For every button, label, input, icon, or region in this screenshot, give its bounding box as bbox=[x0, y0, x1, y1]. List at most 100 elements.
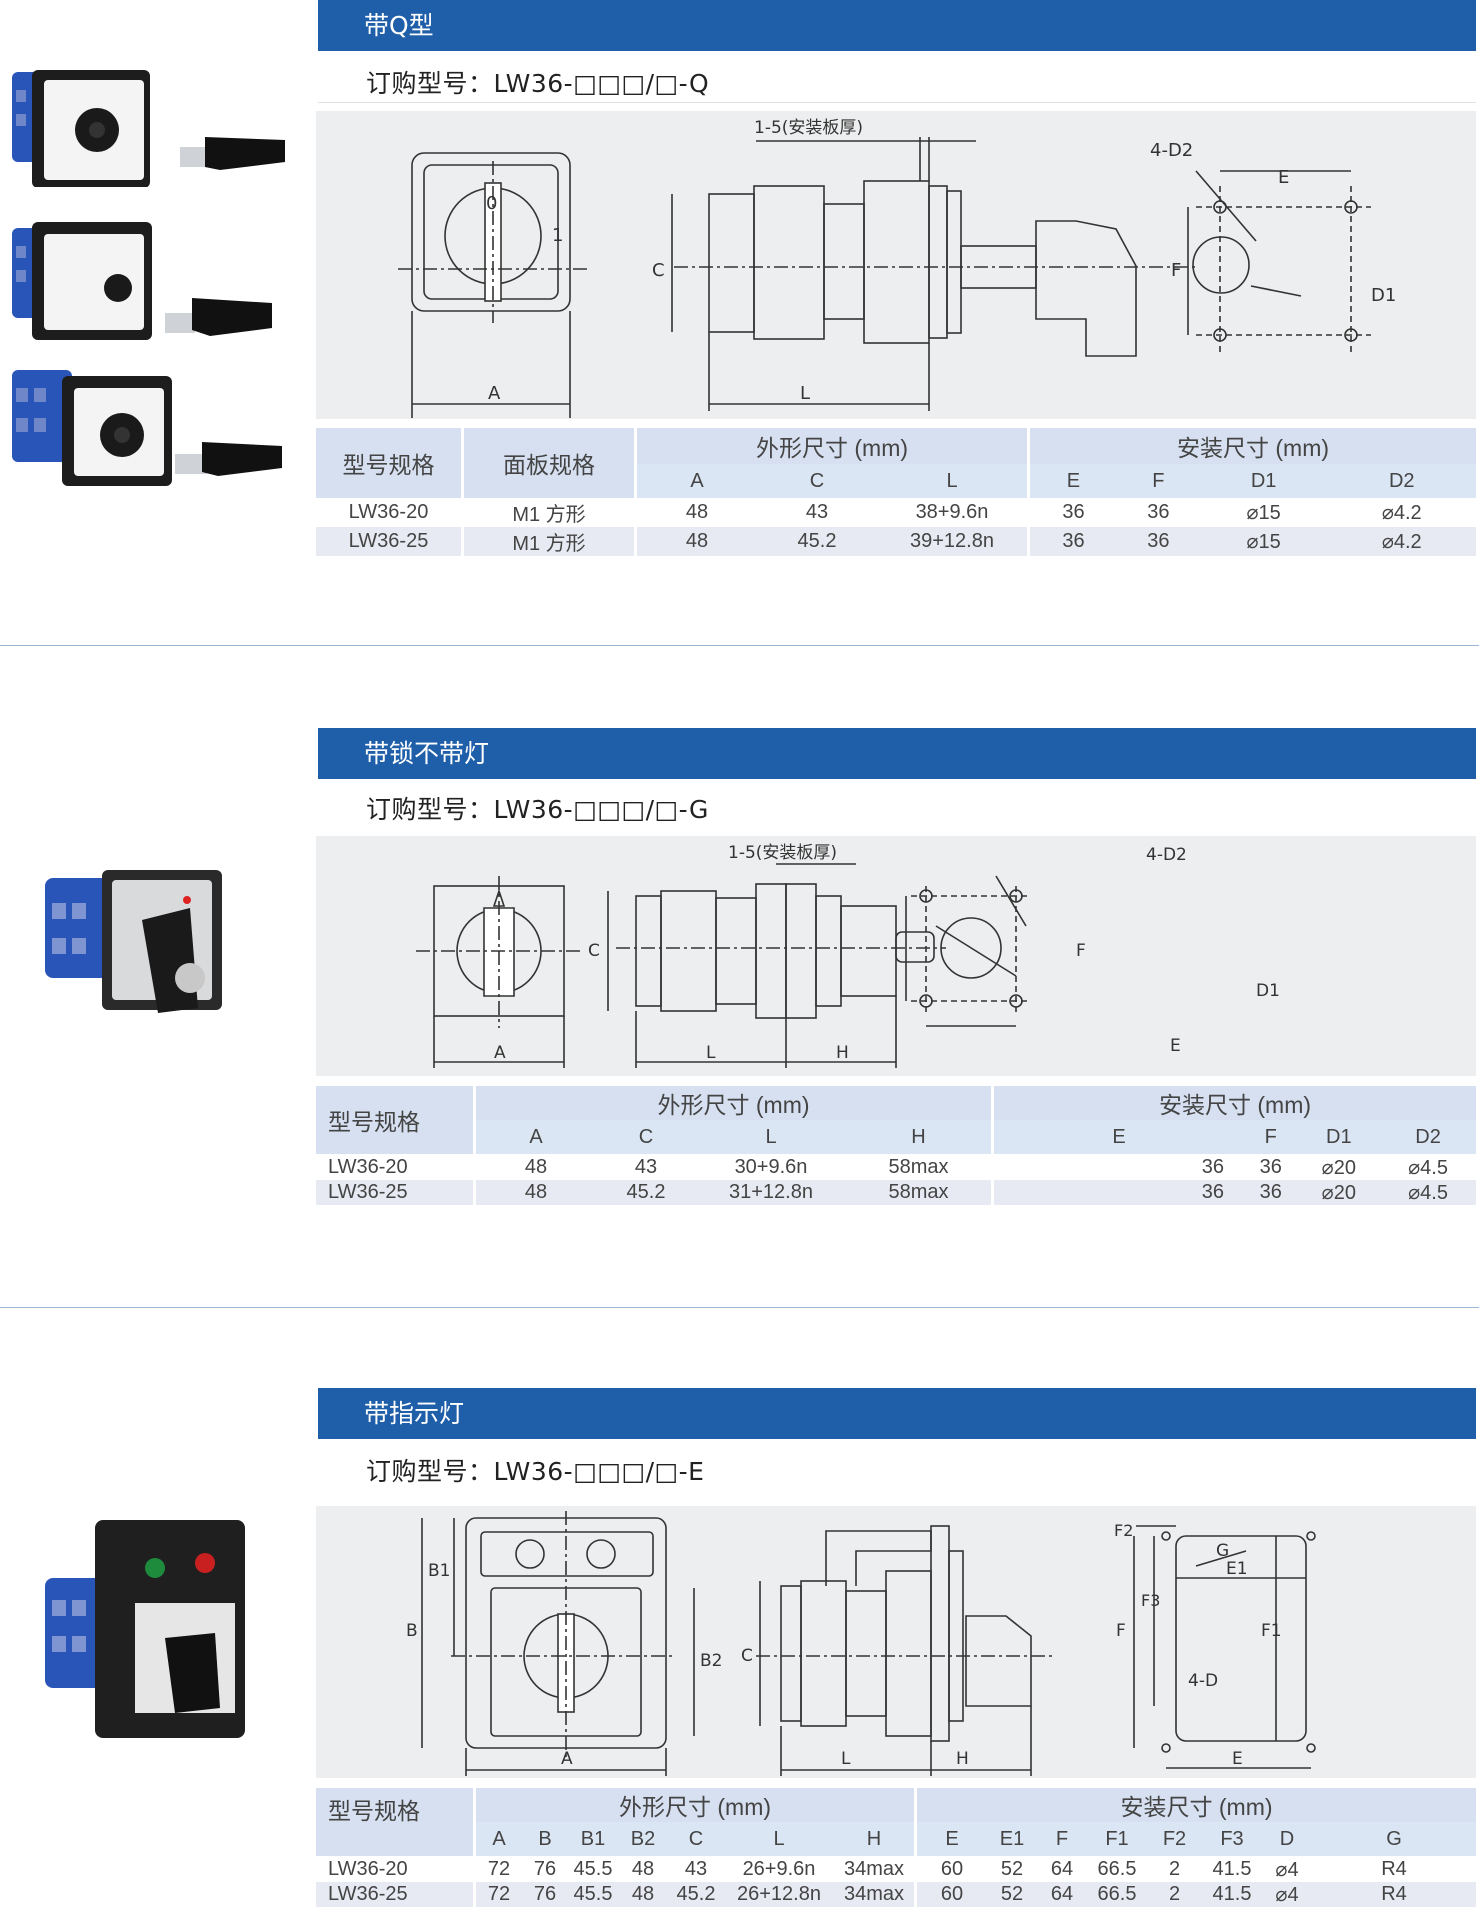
label-f2: F2 bbox=[1114, 1521, 1133, 1540]
label-d2: 4-D2 bbox=[1150, 140, 1193, 161]
col-a: A bbox=[634, 464, 757, 498]
cell: 39+12.8n bbox=[910, 530, 994, 552]
col-f: F bbox=[1152, 469, 1165, 492]
label-d2: 4-D2 bbox=[1146, 845, 1187, 865]
col-model: 型号规格 bbox=[342, 452, 435, 478]
product-photo-q-1 bbox=[12, 70, 285, 187]
cell: 58max bbox=[888, 1155, 949, 1178]
col-a: A bbox=[473, 1120, 596, 1154]
label-g: G bbox=[1216, 1541, 1229, 1561]
cell: 45.2 bbox=[797, 530, 837, 552]
order-rule bbox=[318, 102, 1476, 103]
cell: ⌀20 bbox=[1321, 1182, 1356, 1204]
cell: ⌀15 bbox=[1246, 531, 1281, 553]
col-h: H bbox=[866, 1827, 882, 1850]
label-h: H bbox=[956, 1749, 969, 1769]
cell-model: LW36-20 bbox=[348, 501, 429, 523]
cell: 45.5 bbox=[573, 1857, 613, 1880]
col-f2: F2 bbox=[1162, 1827, 1187, 1850]
label-c: C bbox=[741, 1646, 753, 1666]
table-row: LW36-20 48 43 30+9.6n 58max 36 36 ⌀20 ⌀4… bbox=[316, 1154, 1476, 1180]
label-f: F bbox=[1171, 260, 1181, 281]
label-l: L bbox=[841, 1749, 851, 1769]
table-row: LW36-20 M1 方形 48 43 38+9.6n 36 36 ⌀15 ⌀4… bbox=[316, 498, 1476, 527]
cell: 64 bbox=[1050, 1857, 1074, 1880]
cell-model: LW36-20 bbox=[328, 1155, 408, 1178]
label-a: A bbox=[494, 1043, 506, 1063]
cell: 48 bbox=[634, 527, 757, 556]
col-model: 型号规格 bbox=[328, 1109, 420, 1135]
col-l: L bbox=[765, 1125, 777, 1148]
product-photo-lock bbox=[45, 870, 222, 1013]
dimension-drawing: 1-5(安装板厚) A C L H 4-D2 F E D1 bbox=[316, 836, 1476, 1076]
label-b1: B1 bbox=[428, 1561, 450, 1581]
order-label: 订购型号： bbox=[366, 1457, 494, 1486]
label-e1: E1 bbox=[1226, 1559, 1248, 1579]
label-c: C bbox=[652, 260, 665, 281]
cell: 60 bbox=[914, 1856, 987, 1882]
col-c: C bbox=[809, 469, 825, 492]
cell: 34max bbox=[843, 1883, 905, 1905]
cell: 36 bbox=[1259, 1181, 1282, 1203]
cell: 31+12.8n bbox=[729, 1181, 813, 1203]
section-title-bar: 带指示灯 bbox=[318, 1388, 1476, 1439]
col-e: E bbox=[914, 1822, 987, 1856]
section-indicator-type: 带指示灯 订购型号：LW36-□□□/□-E bbox=[0, 1388, 1479, 1920]
col-g: G bbox=[1386, 1827, 1402, 1850]
cell: 2 bbox=[1168, 1883, 1181, 1905]
cell: 36 bbox=[1147, 501, 1170, 523]
order-model: 订购型号：LW36-□□□/□-G bbox=[366, 790, 709, 826]
cell: 58max bbox=[888, 1181, 949, 1203]
table-row: LW36-25 72 76 45.5 48 45.2 26+12.8n 34ma… bbox=[316, 1882, 1476, 1907]
dimension-drawing: 1-5(安装板厚) 0 1 A C L 4-D2 E F D1 bbox=[316, 111, 1476, 419]
label-h: H bbox=[836, 1043, 849, 1063]
order-model: 订购型号：LW36-□□□/□-Q bbox=[366, 64, 709, 100]
label-thickness: 1-5(安装板厚) bbox=[754, 118, 863, 138]
cell: 66.5 bbox=[1097, 1857, 1137, 1880]
label-l: L bbox=[706, 1043, 716, 1063]
cell: ⌀4 bbox=[1275, 1858, 1299, 1881]
cell: 48 bbox=[634, 498, 757, 527]
table-row: LW36-25 48 45.2 31+12.8n 58max 36 36 ⌀20… bbox=[316, 1180, 1476, 1205]
cell: 76 bbox=[533, 1883, 557, 1905]
col-c: C bbox=[688, 1827, 704, 1850]
order-code: LW36-□□□/□-Q bbox=[493, 69, 710, 98]
label-zero: 0 bbox=[486, 193, 497, 214]
order-code: LW36-□□□/□-E bbox=[493, 1457, 705, 1486]
cell: 66.5 bbox=[1097, 1883, 1137, 1905]
cell: 26+12.8n bbox=[737, 1883, 821, 1905]
col-d2: D2 bbox=[1415, 1125, 1441, 1148]
col-d: D bbox=[1279, 1827, 1295, 1850]
label-b: B bbox=[406, 1621, 418, 1641]
drawing-svg: 1-5(安装板厚) 0 1 A C L 4-D2 E F D1 bbox=[398, 118, 1396, 418]
col-l: L bbox=[773, 1827, 785, 1850]
label-e: E bbox=[1170, 1036, 1181, 1056]
section-q-type: 带Q型 订购型号：LW36-□□□/□-Q bbox=[0, 0, 1479, 640]
cell: 45.2 bbox=[676, 1883, 716, 1905]
cell: 48 bbox=[473, 1180, 596, 1205]
cell-model: LW36-20 bbox=[328, 1857, 408, 1880]
cell: ⌀4.5 bbox=[1408, 1182, 1448, 1204]
col-d2: D2 bbox=[1388, 469, 1415, 492]
cell: 36 bbox=[1026, 498, 1117, 527]
table-row: LW36-20 72 76 45.5 48 43 26+9.6n 34max 6… bbox=[316, 1856, 1476, 1882]
cell: 38+9.6n bbox=[915, 501, 989, 523]
group-outline: 外形尺寸 (mm) bbox=[634, 428, 1029, 464]
cell: R4 bbox=[1381, 1857, 1407, 1880]
cell: ⌀15 bbox=[1246, 502, 1281, 524]
cell: 76 bbox=[533, 1857, 557, 1880]
col-c: C bbox=[638, 1125, 654, 1148]
cell: 52 bbox=[1000, 1883, 1024, 1905]
cell: 36 bbox=[991, 1154, 1244, 1180]
label-d: 4-D bbox=[1188, 1671, 1218, 1691]
label-f1: F1 bbox=[1261, 1621, 1282, 1641]
cell: 43 bbox=[684, 1857, 708, 1880]
col-f: F bbox=[1264, 1125, 1277, 1148]
group-mount: 安装尺寸 (mm) bbox=[914, 1788, 1476, 1822]
label-thickness: 1-5(安装板厚) bbox=[728, 843, 837, 863]
cell: 34max bbox=[843, 1857, 905, 1880]
section-divider bbox=[0, 645, 1479, 646]
spec-table: 型号规格 外形尺寸 (mm) 安装尺寸 (mm) A C L H E F D1 … bbox=[316, 1086, 1476, 1205]
cell: ⌀4.5 bbox=[1408, 1156, 1448, 1179]
cell: 60 bbox=[914, 1882, 987, 1907]
